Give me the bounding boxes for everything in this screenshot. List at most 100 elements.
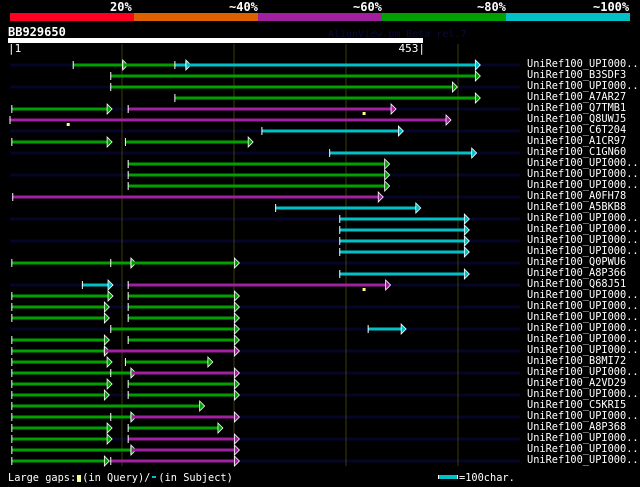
alignment-segment	[11, 107, 108, 111]
hit-label[interactable]: UniRef100_UPI000..	[527, 245, 639, 257]
alignment-segment	[122, 63, 175, 67]
row-background	[10, 327, 520, 331]
hit-label[interactable]: UniRef100_C1GN60	[527, 146, 627, 158]
hit-label[interactable]: UniRef100_C5KRI5	[527, 399, 627, 411]
segment-arrow-icon	[474, 59, 481, 71]
segment-arrow-icon	[463, 268, 470, 280]
hit-label[interactable]: UniRef100_A1CR97	[527, 135, 627, 147]
segment-arrow-icon	[234, 334, 240, 346]
ruler-start: |1	[8, 42, 22, 55]
alignment-segment	[11, 382, 108, 386]
hit-label[interactable]: UniRef100_UPI000..	[527, 80, 639, 92]
hit-label[interactable]: UniRef100_C6T204	[527, 124, 627, 136]
version-text: AlignView.pm Beta rel.7	[328, 29, 467, 40]
hit-label[interactable]: UniRef100_UPI000..	[527, 300, 639, 312]
row-background	[10, 151, 520, 155]
alignment-segment	[261, 129, 399, 133]
row-background	[10, 349, 520, 353]
alignment-segment	[104, 349, 235, 353]
percent-label-80: ~80%	[477, 0, 506, 14]
alignment-segment	[125, 360, 208, 364]
segment-arrow-icon	[463, 213, 470, 225]
hit-label[interactable]: UniRef100_Q68J51	[527, 278, 627, 290]
identity-color-scale	[10, 13, 630, 21]
hit-label[interactable]: UniRef100_UPI000..	[527, 168, 639, 180]
alignment-segment	[339, 217, 465, 221]
hit-label[interactable]: UniRef100_A5BKB8	[527, 201, 627, 213]
segment-arrow-icon	[415, 202, 422, 214]
alignment-segment	[128, 162, 385, 166]
alignment-segment	[339, 250, 465, 254]
alignment-segment	[110, 415, 131, 419]
hit-label[interactable]: UniRef100_UPI000..	[527, 289, 639, 301]
legend-large-gaps: Large gaps:	[8, 472, 77, 484]
legend-scale: =100char.	[438, 472, 515, 484]
hit-label[interactable]: UniRef100_UPI000..	[527, 322, 639, 334]
alignment-segment	[110, 371, 131, 375]
hit-label[interactable]: UniRef100_UPI000..	[527, 366, 639, 378]
alignment-segment	[329, 151, 472, 155]
row-background	[10, 371, 520, 375]
hit-label[interactable]: UniRef100_UPI000..	[527, 454, 639, 466]
hit-label[interactable]: UniRef100_A2VD29	[527, 377, 627, 389]
legend: Large gaps:(in Query)/(in Subject)	[8, 472, 233, 484]
alignment-segment	[11, 305, 105, 309]
hit-label[interactable]: UniRef100_B3SDF3	[527, 69, 627, 81]
hit-label[interactable]: UniRef100_UPI000..	[527, 58, 639, 70]
hit-label[interactable]: UniRef100_Q0PWU6	[527, 256, 627, 268]
alignment-segment	[125, 140, 249, 144]
hit-label[interactable]: UniRef100_B8MI72	[527, 355, 627, 367]
segment-arrow-icon	[384, 180, 391, 192]
alignment-segment	[128, 382, 235, 386]
row-background	[10, 437, 520, 441]
hit-label[interactable]: UniRef100_Q8UWJ5	[527, 113, 627, 125]
alignment-segment	[11, 338, 105, 342]
alignment-segment	[11, 459, 105, 463]
hit-label[interactable]: UniRef100_UPI000..	[527, 344, 639, 356]
hit-label[interactable]: UniRef100_UPI000..	[527, 388, 639, 400]
segment-arrow-icon	[445, 114, 452, 126]
row-background	[10, 239, 520, 243]
hit-label[interactable]: UniRef100_UPI000..	[527, 223, 639, 235]
hit-label[interactable]: UniRef100_UPI000..	[527, 333, 639, 345]
alignment-segment	[130, 371, 235, 375]
hit-label[interactable]: UniRef100_Q7TMB1	[527, 102, 627, 114]
hit-label[interactable]: UniRef100_A0FH78	[527, 190, 627, 202]
query-gap-marker-icon	[362, 288, 366, 291]
hit-label[interactable]: UniRef100_UPI000..	[527, 311, 639, 323]
alignment-segment	[275, 206, 416, 210]
hit-label[interactable]: UniRef100_A8P366	[527, 267, 627, 279]
segment-arrow-icon	[463, 224, 470, 236]
alignment-segment	[73, 63, 123, 67]
alignment-segment	[11, 140, 108, 144]
hit-label[interactable]: UniRef100_UPI000..	[527, 212, 639, 224]
scale-bar-icon	[438, 475, 458, 479]
hit-label[interactable]: UniRef100_UPI000..	[527, 179, 639, 191]
segment-arrow-icon	[400, 323, 407, 335]
alignment-segment	[11, 437, 108, 441]
alignment-segment	[11, 393, 105, 397]
segment-arrow-icon	[377, 191, 384, 203]
hit-label[interactable]: UniRef100_UPI000..	[527, 443, 639, 455]
segment-arrow-icon	[234, 257, 240, 269]
hit-label[interactable]: UniRef100_UPI000..	[527, 432, 639, 444]
alignment-segment	[128, 426, 218, 430]
hit-label[interactable]: UniRef100_UPI000..	[527, 410, 639, 422]
segment-arrow-icon	[234, 312, 240, 324]
segment-arrow-icon	[384, 158, 391, 170]
hit-label[interactable]: UniRef100_UPI000..	[527, 157, 639, 169]
hit-label[interactable]: UniRef100_A7AR27	[527, 91, 627, 103]
alignment-segment	[128, 316, 235, 320]
segment-arrow-icon	[234, 367, 240, 379]
hit-label[interactable]: UniRef100_UPI000..	[527, 234, 639, 246]
segment-arrow-icon	[234, 345, 240, 357]
subject-gap-icon	[152, 476, 157, 478]
segment-arrow-icon	[452, 81, 458, 93]
alignment-segment	[174, 96, 476, 100]
segment-arrow-icon	[234, 389, 240, 401]
segment-arrow-icon	[199, 400, 206, 412]
segment-arrow-icon	[106, 103, 113, 115]
row-background	[10, 305, 520, 309]
color-40	[134, 13, 258, 21]
hit-label[interactable]: UniRef100_A8P368	[527, 421, 627, 433]
